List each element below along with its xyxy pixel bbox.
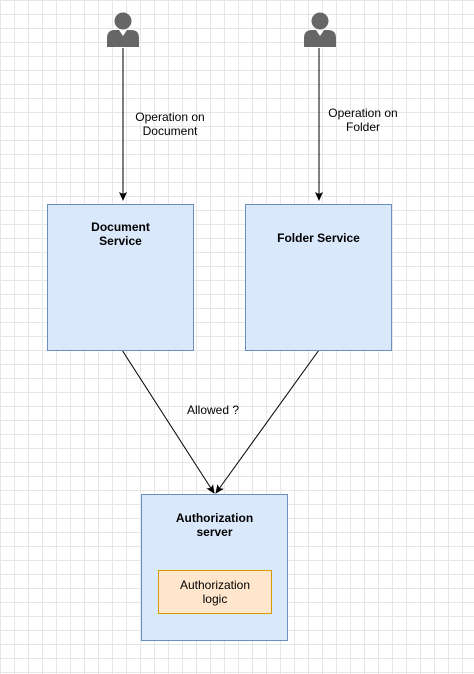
node-label-line: Document (91, 220, 150, 234)
edge-label-operation-document: Operation on Document (128, 110, 212, 138)
edge-label-allowed: Allowed ? (178, 403, 248, 417)
node-label-line: logic (202, 592, 228, 606)
document-service-node[interactable]: Document Service (47, 204, 194, 351)
edge-label-line: Folder (345, 120, 380, 134)
arrow-folder-to-auth (215, 349, 320, 494)
edge-label-line: Operation on (328, 106, 398, 120)
node-label-line: Authorization (179, 578, 251, 592)
edge-label-line: Document (142, 124, 198, 138)
authorization-logic-node[interactable]: Authorization logic (158, 570, 272, 614)
authorization-server-label: Authorization server (142, 511, 287, 539)
authorization-logic-label: Authorization logic (180, 578, 250, 606)
authorization-server-node[interactable]: Authorization server Authorization logic (141, 494, 288, 641)
user-icon[interactable] (106, 11, 140, 47)
folder-service-node[interactable]: Folder Service (245, 204, 392, 351)
arrow-document-to-auth (121, 349, 215, 494)
user-icon[interactable] (303, 11, 337, 47)
node-label-line: Service (99, 234, 142, 248)
folder-service-label: Folder Service (277, 231, 360, 245)
edge-label-line: Operation on (135, 110, 205, 124)
edge-label-text: Allowed ? (186, 403, 240, 417)
document-service-label: Document Service (48, 220, 193, 248)
node-label-line: server (196, 525, 233, 539)
node-label-line: Authorization (175, 511, 254, 525)
edge-label-operation-folder: Operation on Folder (321, 106, 405, 134)
